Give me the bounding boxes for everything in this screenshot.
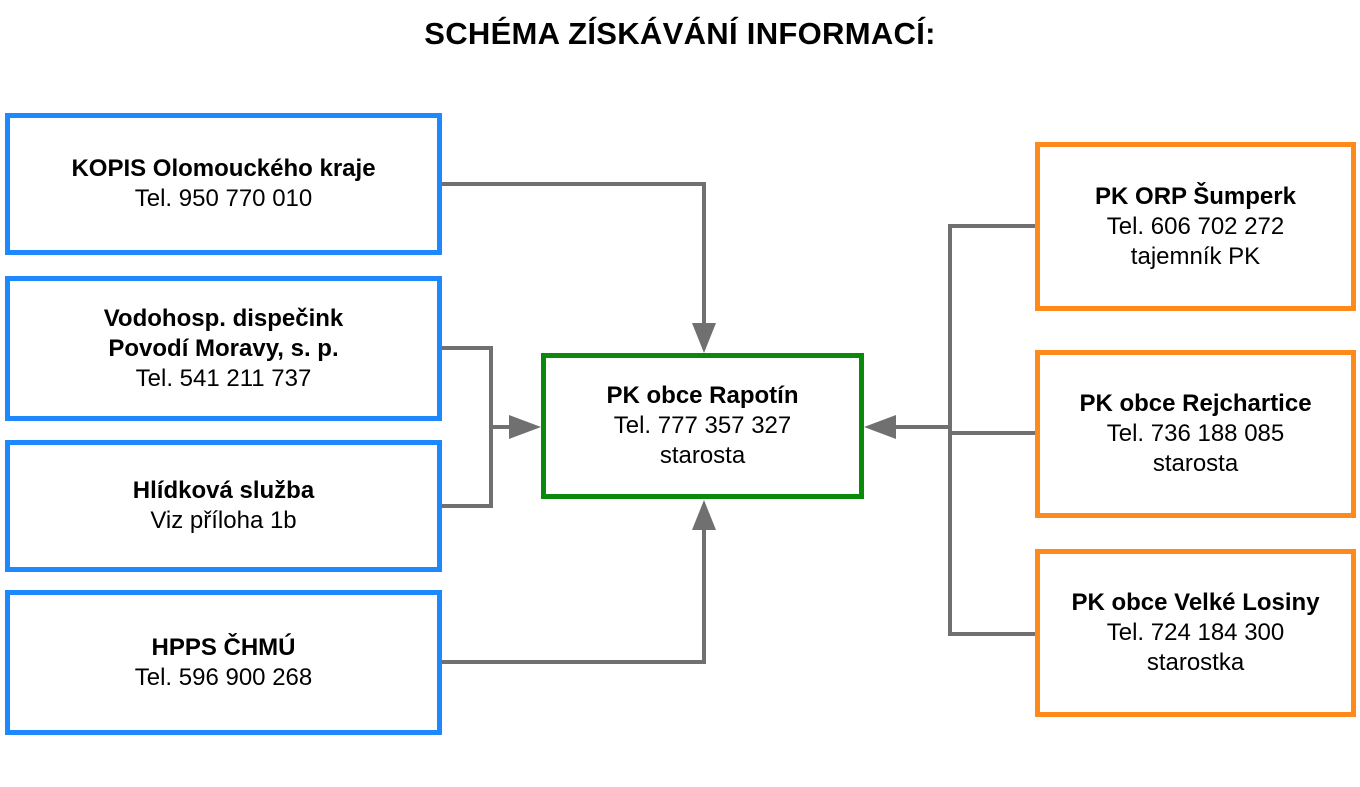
box-phone: Tel. 606 702 272	[1106, 212, 1285, 240]
box-phone: Tel. 596 900 268	[134, 663, 313, 691]
arrowhead-right	[864, 415, 896, 439]
box-name-2: Povodí Moravy, s. p.	[108, 334, 339, 362]
peer-box-rejchartice: PK obce Rejchartice Tel. 736 188 085 sta…	[1035, 350, 1356, 518]
source-box-kopis: KOPIS Olomouckého kraje Tel. 950 770 010	[5, 113, 442, 255]
box-role: starostka	[1146, 649, 1245, 676]
box-phone: Tel. 724 184 300	[1106, 619, 1285, 646]
box-name: Hlídková služba	[132, 477, 315, 504]
box-role: tajemník PK	[1130, 242, 1261, 270]
connector-kopis	[442, 182, 706, 325]
box-name: PK obce Rejchartice	[1079, 390, 1312, 417]
box-phone: Tel. 950 770 010	[134, 185, 313, 212]
arrowhead-left	[509, 415, 541, 439]
connector-orp	[948, 224, 1035, 636]
arrowhead-bottom	[692, 500, 716, 530]
box-name: PK obce Velké Losiny	[1071, 589, 1320, 616]
center-box-rapotin: PK obce Rapotín Tel. 777 357 327 starost…	[541, 353, 864, 499]
peer-box-orp-sumperk: PK ORP Šumperk Tel. 606 702 272 tajemník…	[1035, 142, 1356, 311]
box-name: PK ORP Šumperk	[1095, 182, 1296, 210]
box-role: starosta	[1152, 450, 1239, 477]
peer-box-velke-losiny: PK obce Velké Losiny Tel. 724 184 300 st…	[1035, 549, 1356, 717]
box-note: Viz příloha 1b	[150, 507, 297, 534]
connector-vodo	[442, 346, 493, 508]
box-phone: Tel. 736 188 085	[1106, 420, 1285, 447]
box-role: starosta	[659, 442, 746, 469]
arrowhead-top	[692, 323, 716, 353]
box-name: PK obce Rapotín	[606, 382, 799, 409]
box-name: HPPS ČHMÚ	[151, 633, 296, 661]
box-name: KOPIS Olomouckého kraje	[71, 155, 376, 182]
box-phone: Tel. 541 211 737	[135, 364, 312, 392]
connector-hpps	[442, 528, 706, 664]
box-name: Vodohosp. dispečink	[103, 304, 344, 332]
source-box-hpps: HPPS ČHMÚ Tel. 596 900 268	[5, 590, 442, 735]
box-phone: Tel. 777 357 327	[613, 412, 792, 439]
source-box-hlidka: Hlídková služba Viz příloha 1b	[5, 440, 442, 572]
source-box-vodohosp: Vodohosp. dispečink Povodí Moravy, s. p.…	[5, 276, 442, 421]
diagram-title: SCHÉMA ZÍSKÁVÁNÍ INFORMACÍ:	[424, 16, 936, 51]
